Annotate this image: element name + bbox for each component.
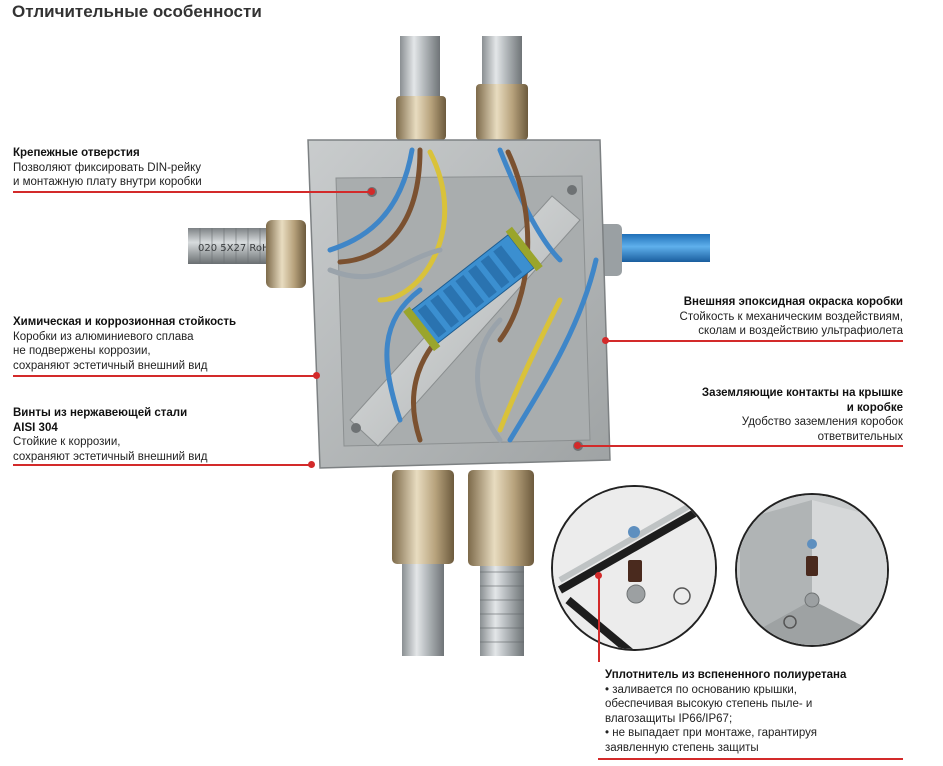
callout-line-epoxy: [606, 340, 903, 342]
left-gland: [266, 220, 306, 288]
terminal-block: [403, 226, 543, 352]
callout-text: • заливается по основанию крышки,: [605, 683, 797, 696]
callout-heading: Заземляющие контакты на крышке: [701, 387, 903, 399]
callout-text: Стойкость к механическим воздействиям,: [679, 310, 903, 323]
callout-text: ответвительных: [817, 430, 903, 443]
callout-marker-screws: [308, 461, 315, 468]
bottom-right-gland: [468, 470, 534, 566]
callout-heading: AISI 304: [13, 421, 58, 434]
callout-line-mounting: [13, 191, 371, 193]
page-title: Отличительные особенности: [12, 2, 262, 21]
callout-polyurethane-seal: Уплотнитель из вспененного полиуретана •…: [605, 668, 905, 755]
callout-text: влагозащиты IP66/IP67;: [605, 712, 733, 725]
grounding-detail-image: [735, 493, 889, 647]
callout-mounting-holes: Крепежные отверстия Позволяют фиксироват…: [13, 146, 313, 190]
callout-text: Позволяют фиксировать DIN-рейку: [13, 161, 202, 174]
mounting-hole-bl: [351, 423, 361, 433]
callout-text: сохраняют эстетичный внешний вид: [13, 359, 208, 372]
callout-marker-chemical: [313, 372, 320, 379]
callout-epoxy-coating: Внешняя эпоксидная окраска коробки Стойк…: [603, 295, 903, 339]
callout-heading: Винты из нержавеющей стали: [13, 407, 188, 419]
top-left-conduit: [400, 36, 440, 106]
callout-chemical-resistance: Химическая и коррозионная стойкость Коро…: [13, 315, 313, 373]
callout-text: сохраняют эстетичный внешний вид: [13, 450, 208, 463]
callout-grounding-contacts: Заземляющие контакты на крышке и коробке…: [603, 386, 903, 444]
callout-text: заявленную степень защиты: [605, 741, 759, 754]
callout-text: и монтажную плату внутри коробки: [13, 176, 202, 188]
callout-marker-mounting: [368, 188, 375, 195]
top-left-gland: [396, 96, 446, 140]
callout-heading: Уплотнитель из вспененного полиуретана: [605, 669, 847, 681]
callout-marker-seal: [595, 572, 602, 579]
callout-line-screws: [13, 464, 311, 466]
callout-leader-seal: [598, 576, 600, 662]
callout-text: не подвержены коррозии,: [13, 345, 151, 357]
callout-heading: Крепежные отверстия: [13, 147, 140, 159]
callout-text: Стойкие к коррозии,: [13, 436, 121, 448]
mounting-hole-tr: [567, 185, 577, 195]
conduit-marking: 020 5X27 RoHS CE: [198, 243, 292, 254]
callout-marker-grounding: [574, 442, 581, 449]
top-right-gland: [476, 84, 528, 140]
callout-text: • не выпадает при монтаже, гарантируя: [605, 727, 817, 739]
callout-text: Удобство заземления коробок: [741, 416, 903, 428]
callout-stainless-screws: Винты из нержавеющей стали AISI 304 Стой…: [13, 406, 313, 464]
callout-heading: и коробке: [846, 401, 903, 414]
bottom-left-conduit: [402, 560, 444, 656]
callout-text: обеспечивая высокую степень пыле- и: [605, 698, 813, 710]
callout-line-seal: [598, 758, 903, 760]
callout-line-chemical: [13, 375, 316, 377]
bottom-right-conduit: [480, 560, 524, 656]
callout-heading: Внешняя эпоксидная окраска коробки: [683, 296, 903, 308]
bottom-left-gland: [392, 470, 454, 564]
left-conduit: [188, 228, 268, 264]
callout-marker-epoxy: [602, 337, 609, 344]
callout-text: сколам и воздействию ультрафиолета: [698, 325, 903, 337]
seal-detail-image: [551, 485, 717, 651]
callout-heading: Химическая и коррозионная стойкость: [13, 316, 237, 328]
callout-line-grounding: [578, 445, 903, 447]
callout-text: Коробки из алюминиевого сплава: [13, 330, 194, 343]
